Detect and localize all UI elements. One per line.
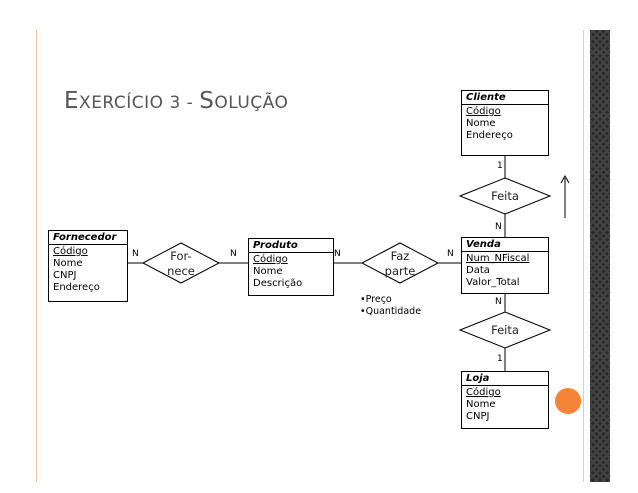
up-arrow-head: [560, 174, 570, 184]
attr-endereco: Endereço: [53, 282, 100, 293]
attr-cnpj: CNPJ: [53, 270, 77, 281]
attr-cnpj: CNPJ: [466, 411, 490, 422]
entity-name: Produto: [249, 239, 333, 253]
entity-venda: Venda Num_NFiscal Data Valor_Total: [461, 237, 549, 294]
entity-produto: Produto Código Nome Descrição: [248, 238, 334, 296]
entity-fornecedor: Fornecedor Código Nome CNPJ Endereço: [48, 230, 128, 302]
attr-num-nfiscal: Num_NFiscal: [466, 253, 530, 264]
rel-faz-parte-label: Faz parte: [384, 249, 416, 278]
note-quantidade: •Quantidade: [360, 306, 422, 317]
card-feita-loja: 1: [497, 354, 503, 364]
attr-codigo: Código: [466, 106, 501, 117]
attr-valor-total: Valor_Total: [466, 277, 520, 288]
decorative-band: [590, 30, 610, 482]
attr-data: Data: [466, 265, 490, 276]
slide-title: EXERCÍCIO 3 - SOLUÇÃO: [64, 88, 289, 114]
card-produto-faz: N: [334, 249, 341, 259]
entity-name: Fornecedor: [49, 231, 127, 245]
card-venda-feita: N: [495, 297, 502, 307]
card-fornece-produto: N: [230, 249, 237, 259]
entity-name: Venda: [462, 238, 548, 252]
entity-cliente: Cliente Código Nome Endereço: [461, 90, 549, 156]
card-fornecedor-fornece: N: [132, 249, 139, 259]
rel-feita-bottom-label: Feita: [491, 323, 519, 337]
note-preco: •Preço: [360, 294, 392, 305]
entity-loja: Loja Código Nome CNPJ: [461, 371, 549, 429]
attr-nome: Nome: [466, 118, 496, 129]
rel-feita-top-diamond: [458, 177, 552, 215]
attr-nome: Nome: [253, 266, 283, 277]
attr-codigo: Código: [53, 246, 88, 257]
rel-fornece-label: For- nece: [167, 249, 195, 278]
rel-feita-top-label: Feita: [491, 189, 519, 203]
left-rule: [36, 30, 37, 482]
entity-name: Cliente: [462, 91, 548, 105]
rel-faz-parte-diamond: [360, 242, 440, 284]
rel-fornece-diamond: [141, 242, 221, 284]
attr-codigo: Código: [253, 254, 288, 265]
attr-descricao: Descrição: [253, 278, 303, 289]
card-feita-venda: N: [495, 222, 502, 232]
card-faz-venda: N: [447, 249, 454, 259]
attr-nome: Nome: [466, 399, 496, 410]
entity-name: Loja: [462, 372, 548, 386]
attr-endereco: Endereço: [466, 130, 513, 141]
attr-nome: Nome: [53, 258, 83, 269]
right-rule: [583, 30, 584, 482]
attr-codigo: Código: [466, 387, 501, 398]
orange-dot: [555, 388, 581, 414]
rel-feita-bottom-diamond: [458, 311, 552, 349]
card-cliente-feita: 1: [497, 161, 503, 171]
relationship-attributes: •Preço •Quantidade: [360, 294, 421, 318]
